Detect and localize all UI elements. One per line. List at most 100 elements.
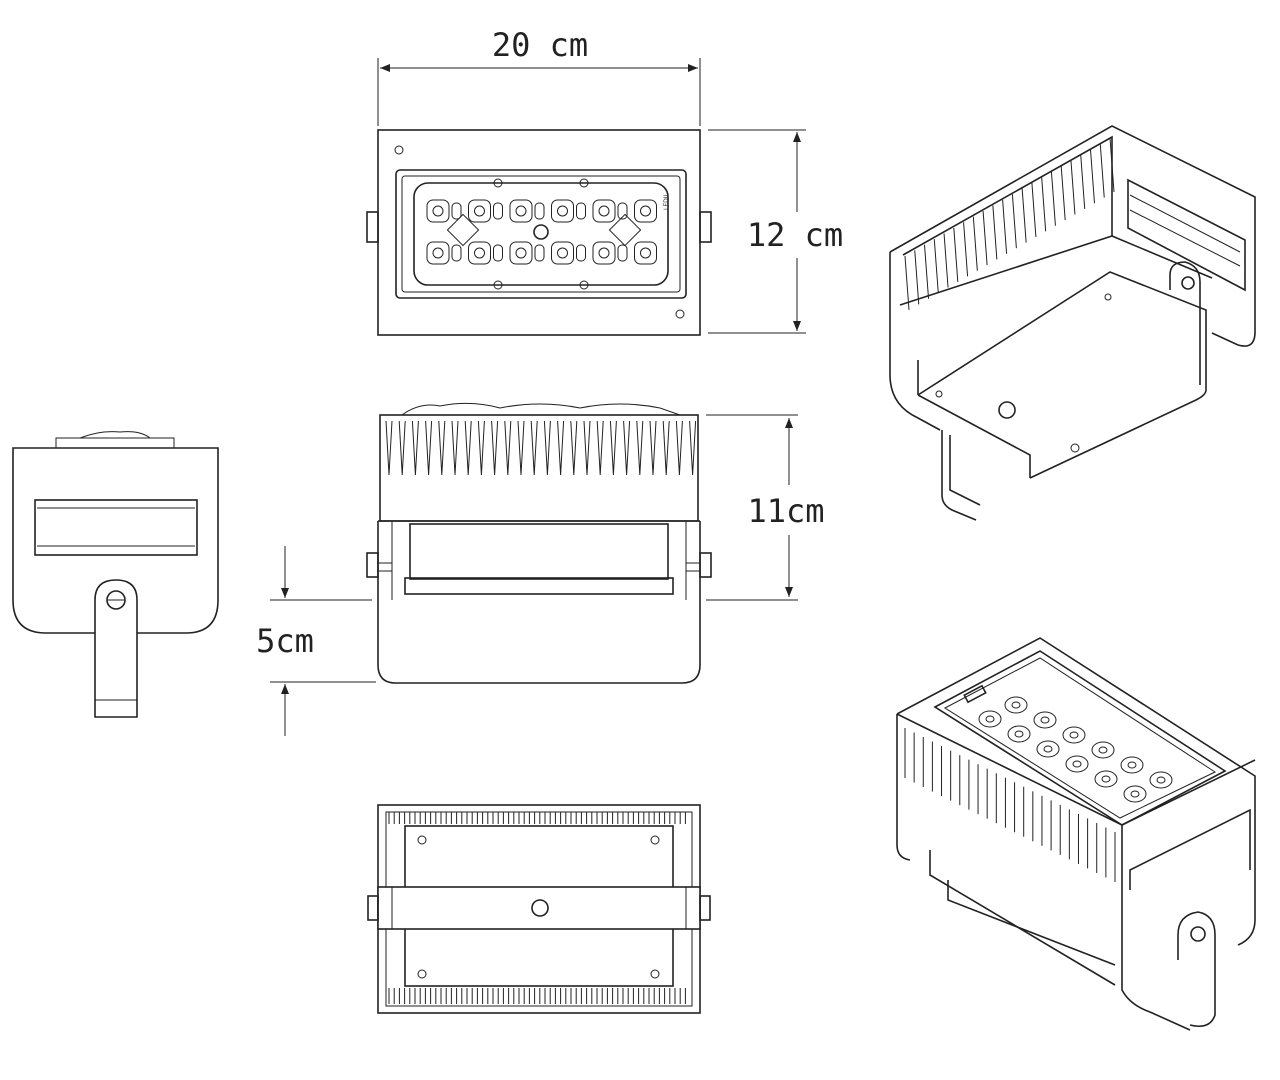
depth-label: 11cm bbox=[747, 492, 824, 530]
lens-clip bbox=[617, 244, 628, 262]
led-chip bbox=[432, 205, 444, 217]
fin bbox=[504, 420, 512, 476]
fin bbox=[438, 420, 446, 476]
fin bbox=[570, 420, 578, 476]
bottom-fins bbox=[388, 812, 686, 1004]
iso-fin bbox=[1089, 149, 1095, 204]
fin bbox=[517, 420, 525, 476]
led-lens bbox=[551, 199, 574, 223]
iso-led-lens bbox=[1123, 785, 1147, 803]
iso-led-chip bbox=[1072, 760, 1082, 768]
fin bbox=[623, 420, 631, 476]
bottom-view bbox=[367, 804, 711, 1014]
front-view: LEDIL bbox=[366, 129, 712, 336]
led-lens bbox=[634, 241, 657, 265]
led-chip bbox=[640, 247, 651, 259]
fin bbox=[662, 420, 670, 476]
led-lens bbox=[426, 241, 450, 265]
led-chip bbox=[557, 247, 568, 259]
led-lens bbox=[509, 241, 533, 265]
lens-clip bbox=[493, 202, 503, 220]
iso-rear-view bbox=[889, 125, 1256, 521]
bracket-offset-dimension: 5cm bbox=[256, 546, 376, 736]
iso-fin bbox=[1041, 177, 1047, 232]
fin bbox=[675, 420, 683, 476]
width-label: 20 cm bbox=[492, 26, 588, 64]
led-chip bbox=[515, 247, 527, 259]
fin bbox=[451, 420, 459, 476]
iso-fin bbox=[953, 227, 959, 282]
iso-fin bbox=[914, 250, 920, 305]
fin bbox=[649, 420, 657, 476]
iso-led-lens bbox=[1149, 771, 1173, 789]
lens-clip bbox=[451, 244, 462, 262]
iso-led-chip bbox=[1014, 730, 1024, 738]
height-label: 12 cm bbox=[747, 216, 843, 254]
heatsink-fins bbox=[385, 420, 697, 476]
lens-clip bbox=[617, 202, 628, 220]
iso-led-chip bbox=[1127, 761, 1137, 769]
fin bbox=[596, 420, 604, 476]
iso-fin bbox=[1099, 143, 1105, 198]
iso-led-lens bbox=[1033, 711, 1057, 729]
iso-led-lens bbox=[1036, 740, 1060, 758]
iso-fin bbox=[982, 211, 988, 266]
fin bbox=[636, 420, 644, 476]
iso-led-lens bbox=[1094, 770, 1118, 788]
width-dimension: 20 cm bbox=[377, 26, 701, 126]
led-lens bbox=[592, 241, 616, 265]
iso-fin bbox=[943, 233, 949, 288]
offset-label: 5cm bbox=[256, 622, 314, 660]
iso-led-lens bbox=[1007, 725, 1031, 743]
iso-led-chip bbox=[1156, 776, 1166, 784]
fin bbox=[557, 420, 565, 476]
led-lens bbox=[634, 199, 657, 223]
fin bbox=[411, 420, 419, 476]
iso-led-chip bbox=[1098, 746, 1108, 754]
iso-led-lens bbox=[1091, 741, 1115, 759]
brand-mark: LEDIL bbox=[663, 192, 670, 210]
iso-led-chip bbox=[1069, 731, 1079, 739]
iso-fin bbox=[1011, 194, 1017, 249]
fin bbox=[464, 420, 472, 476]
fin bbox=[491, 420, 499, 476]
led-lens bbox=[551, 241, 574, 265]
led-lens bbox=[468, 199, 491, 223]
iso-led-lens bbox=[1062, 726, 1086, 744]
lens-clip bbox=[534, 244, 545, 262]
fin bbox=[689, 420, 697, 476]
iso-led-chip bbox=[1011, 701, 1021, 709]
iso-fin bbox=[1060, 166, 1066, 221]
lens-clip bbox=[534, 202, 545, 220]
iso-led-chip bbox=[1043, 745, 1053, 753]
fin bbox=[385, 420, 393, 476]
iso-led-lens bbox=[1004, 696, 1028, 714]
height-dimension: 12 cm bbox=[708, 129, 843, 334]
fin bbox=[543, 420, 551, 476]
iso-front-view bbox=[896, 637, 1256, 1031]
iso-fin bbox=[963, 222, 969, 277]
led-chip bbox=[474, 205, 485, 217]
led-lens bbox=[592, 199, 616, 223]
iso-led-lens bbox=[978, 710, 1002, 728]
fin bbox=[583, 420, 591, 476]
lens-clip bbox=[451, 202, 462, 220]
iso-heatsink-fins bbox=[904, 137, 1115, 311]
iso-fin bbox=[1109, 137, 1115, 193]
led-chip bbox=[432, 247, 444, 259]
side-elevation bbox=[366, 402, 712, 684]
iso-fin bbox=[904, 255, 910, 311]
iso-led-lens bbox=[1120, 756, 1144, 774]
iso-fin bbox=[1080, 154, 1086, 209]
lens-clip bbox=[576, 244, 586, 262]
iso-led-chip bbox=[1040, 716, 1050, 724]
iso-led-lens bbox=[1065, 755, 1089, 773]
led-chip bbox=[557, 205, 568, 217]
lens-clip bbox=[493, 244, 503, 262]
lens-clip bbox=[576, 202, 586, 220]
iso-fin bbox=[992, 205, 998, 260]
led-chip bbox=[474, 247, 485, 259]
led-lens-array bbox=[426, 199, 657, 265]
iso-fin bbox=[1070, 160, 1076, 215]
iso-led-lenses bbox=[978, 696, 1173, 803]
